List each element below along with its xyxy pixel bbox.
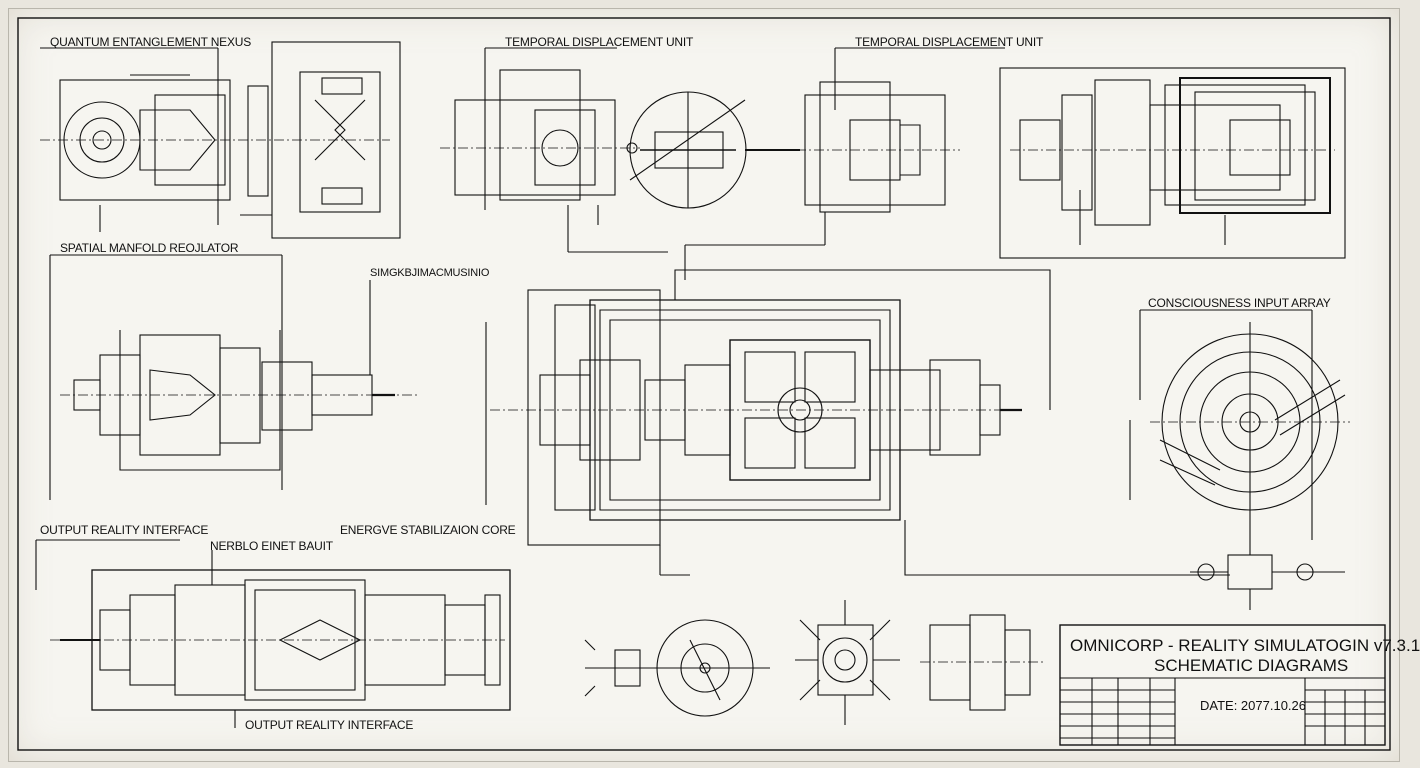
bottom-circle-diagram	[584, 619, 770, 717]
blueprint-sheet	[8, 8, 1400, 762]
label-nerblo-unit: NERBLO EINET BAUIT	[210, 539, 333, 553]
label-center-tag: SIMGKBJIMACMUSINIO	[370, 267, 490, 279]
label-quantum-nexus: QUANTUM ENTANGLEMENT NEXUS	[50, 35, 252, 49]
output-interface-diagram	[35, 539, 511, 728]
top-right-engine-diagram	[999, 67, 1346, 259]
title-block: OMNICORP - REALITY SIMULATOGIN v7.3.1 SC…	[1070, 636, 1420, 676]
title-line-1: OMNICORP - REALITY SIMULATOGIN v7.3.1	[1070, 636, 1420, 655]
label-consciousness-array: CONSCIOUSNESS INPUT ARRAY	[1148, 296, 1331, 310]
label-output-interface-1: OUTPUT REALITY INTERFACE	[40, 523, 209, 537]
title-line-2: SCHEMATIC DIAGRAMS	[1154, 656, 1349, 676]
central-core-diagram	[485, 269, 1230, 576]
label-temporal-unit-1: TEMPORAL DISPLACEMENT UNIT	[505, 35, 694, 49]
temporal-unit-2-diagram	[684, 47, 1005, 280]
bottom-radial-diagram	[795, 600, 900, 725]
label-spatial-manifold: SPATIAL MANFOLD REOJLATOR	[60, 241, 239, 255]
label-energy-core: ENERGVE STABILIZAION CORE	[340, 523, 516, 537]
label-output-interface-2: OUTPUT REALITY INTERFACE	[245, 718, 414, 732]
bottom-flange-diagram	[920, 614, 1045, 711]
temporal-unit-1-diagram	[440, 47, 747, 253]
title-block-date: DATE: 2077.10.26	[1200, 698, 1306, 713]
quantum-nexus-diagram	[40, 41, 401, 239]
spatial-manifold-diagram	[49, 254, 420, 500]
label-temporal-unit-2: TEMPORAL DISPLACEMENT UNIT	[855, 35, 1044, 49]
title-block-frame	[1059, 624, 1386, 746]
consciousness-array-diagram	[1129, 309, 1350, 610]
